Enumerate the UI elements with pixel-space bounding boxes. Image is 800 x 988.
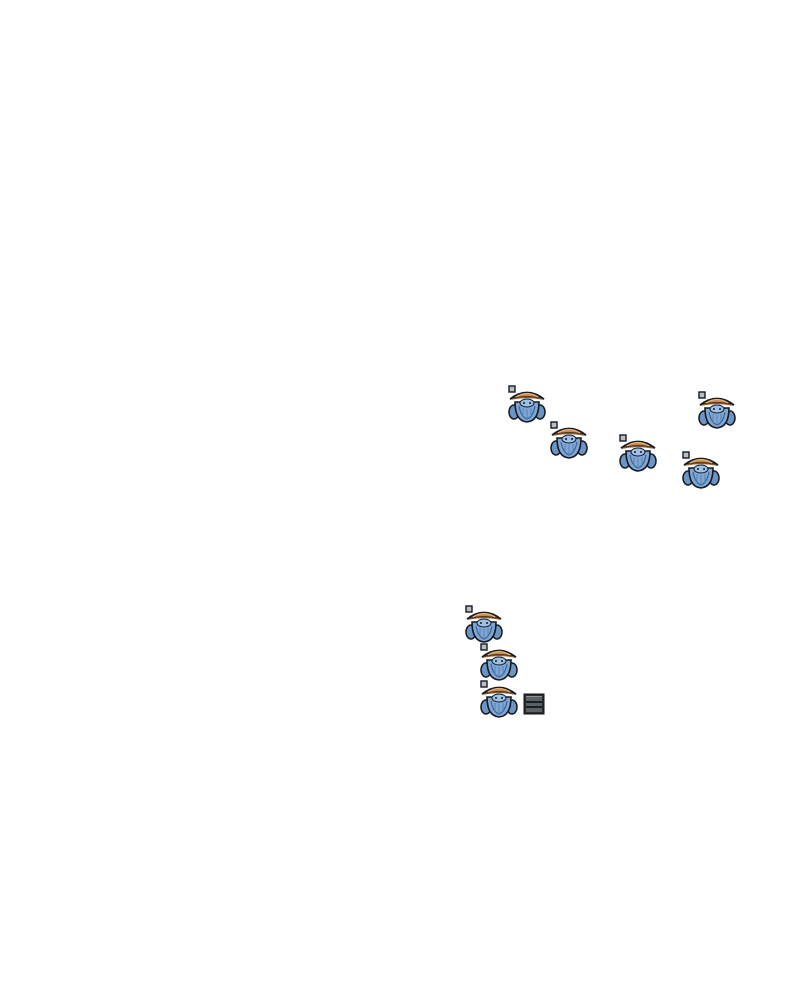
dwarf-unit-icon	[480, 680, 518, 718]
dwarf-unit[interactable]	[696, 390, 738, 430]
dwarf-unit-icon	[508, 385, 546, 423]
dwarf-unit-icon	[480, 643, 518, 681]
dwarf-unit-icon	[698, 391, 736, 429]
supply-crate-icon	[523, 693, 545, 715]
dwarf-unit[interactable]	[548, 420, 590, 460]
dwarf-unit[interactable]	[680, 450, 722, 490]
supply-crate[interactable]	[523, 693, 545, 715]
dwarf-unit[interactable]	[478, 679, 520, 719]
dwarf-unit[interactable]	[463, 604, 505, 644]
dwarf-unit[interactable]	[506, 384, 548, 424]
dwarf-unit-icon	[619, 434, 657, 472]
dwarf-unit-icon	[465, 605, 503, 643]
dwarf-unit[interactable]	[478, 642, 520, 682]
dwarf-unit-icon	[550, 421, 588, 459]
dwarf-unit-icon	[682, 451, 720, 489]
dwarf-unit[interactable]	[617, 433, 659, 473]
